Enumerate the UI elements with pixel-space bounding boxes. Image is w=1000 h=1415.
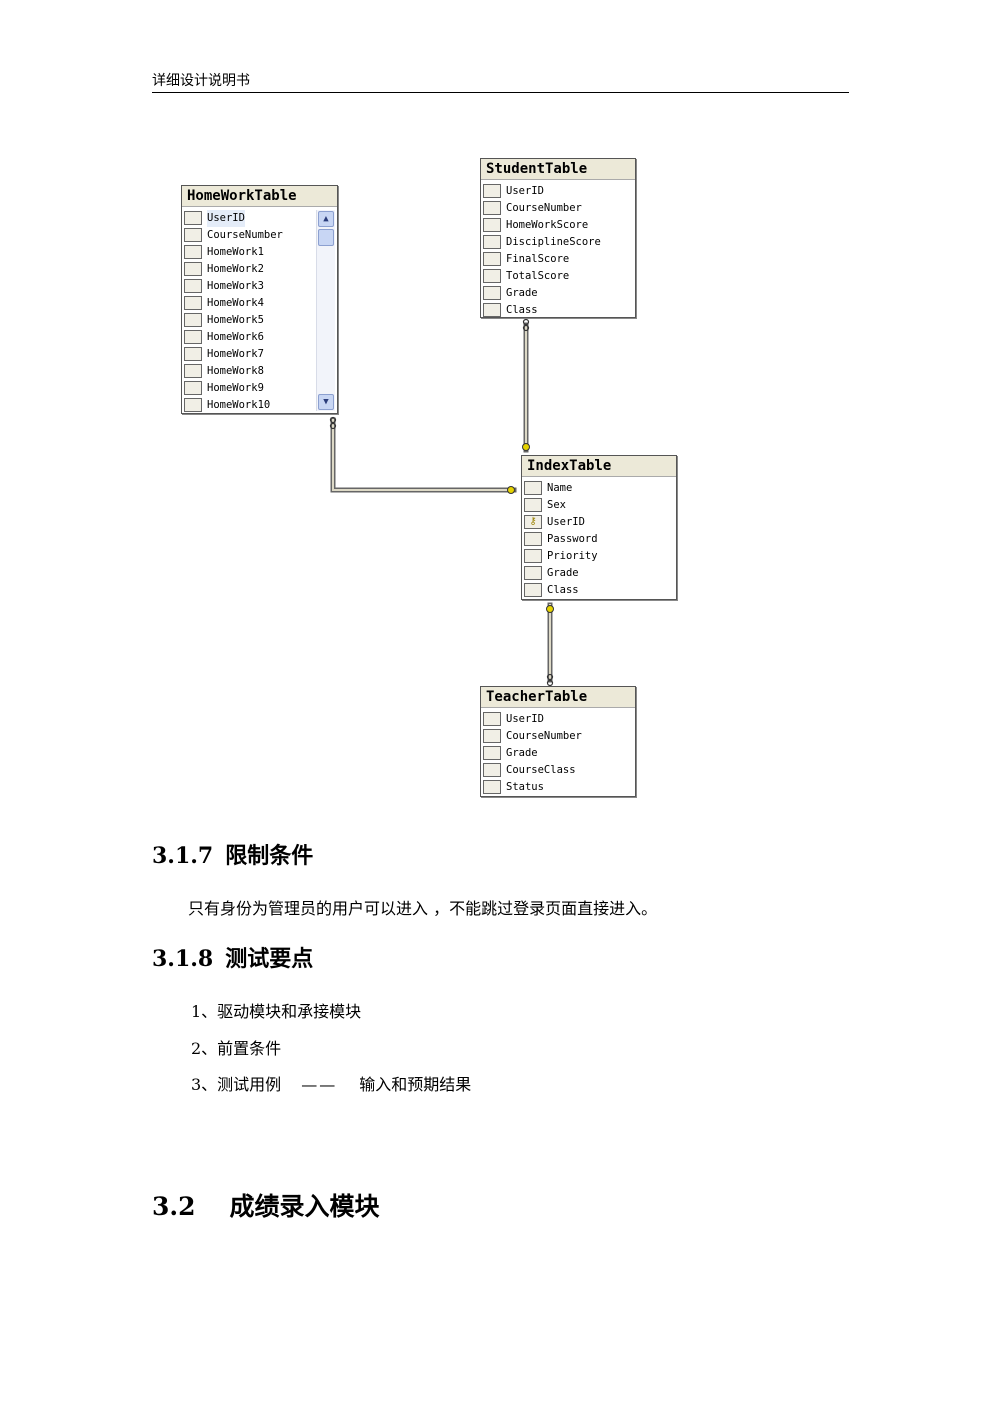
- page-header: 详细设计说明书: [152, 72, 849, 93]
- table-fields: Name Sex ⚷UserID Password Priority Grade…: [522, 477, 676, 599]
- list-item: 2、前置条件: [191, 1039, 282, 1058]
- field-row[interactable]: Class: [522, 582, 676, 599]
- field-row[interactable]: DisciplineScore: [481, 234, 635, 251]
- table-fields: UserID CourseNumber Grade CourseClass St…: [481, 708, 635, 796]
- key-end-marker: [522, 443, 530, 451]
- field-row[interactable]: CourseNumber: [481, 728, 635, 745]
- scroll-thumb[interactable]: [318, 229, 334, 246]
- table-title: StudentTable: [481, 159, 635, 180]
- field-row[interactable]: HomeWork8: [182, 363, 337, 380]
- field-row[interactable]: Grade: [481, 745, 635, 762]
- table-fields: UserID CourseNumber HomeWorkScore Discip…: [481, 180, 635, 319]
- rel-homework-index: [330, 417, 517, 493]
- field-row[interactable]: CourseNumber: [182, 227, 337, 244]
- field-row[interactable]: Grade: [522, 565, 676, 582]
- key-icon: ⚷: [524, 515, 542, 529]
- field-row[interactable]: UserID: [481, 711, 635, 728]
- key-end-marker: [546, 605, 554, 613]
- table-title: TeacherTable: [481, 687, 635, 708]
- chevron-up-icon[interactable]: ▲: [318, 211, 334, 227]
- table-title: HomeWorkTable: [182, 186, 337, 207]
- field-row[interactable]: HomeWork7: [182, 346, 337, 363]
- field-row[interactable]: HomeWork3: [182, 278, 337, 295]
- field-row[interactable]: Sex: [522, 497, 676, 514]
- field-row[interactable]: Status: [481, 779, 635, 796]
- list-item: 1、驱动模块和承接模块: [191, 1002, 362, 1021]
- table-fields: UserID CourseNumber HomeWork1 HomeWork2 …: [182, 207, 337, 414]
- field-row[interactable]: FinalScore: [481, 251, 635, 268]
- vertical-scrollbar[interactable]: ▲ ▼: [316, 210, 335, 411]
- er-diagram: HomeWorkTable UserID CourseNumber HomeWo…: [181, 158, 677, 797]
- relationship-lines: [329, 318, 554, 687]
- field-row[interactable]: HomeWork9: [182, 380, 337, 397]
- list-item: 3、测试用例——输入和预期结果: [191, 1075, 472, 1094]
- table-homework[interactable]: HomeWorkTable UserID CourseNumber HomeWo…: [181, 185, 338, 414]
- table-title: IndexTable: [522, 456, 676, 477]
- field-row[interactable]: HomeWork10: [182, 397, 337, 414]
- field-row[interactable]: Grade: [481, 285, 635, 302]
- table-student[interactable]: StudentTable UserID CourseNumber HomeWor…: [480, 158, 636, 318]
- field-row[interactable]: Password: [522, 531, 676, 548]
- section-paragraph: 只有身份为管理员的用户可以进入 ，不能跳过登录页面直接进入。: [188, 899, 658, 918]
- field-row[interactable]: Class: [481, 302, 635, 319]
- field-row[interactable]: CourseClass: [481, 762, 635, 779]
- field-row[interactable]: Priority: [522, 548, 676, 565]
- field-row[interactable]: HomeWork4: [182, 295, 337, 312]
- field-row[interactable]: HomeWork5: [182, 312, 337, 329]
- field-row[interactable]: TotalScore: [481, 268, 635, 285]
- field-row[interactable]: HomeWork1: [182, 244, 337, 261]
- chevron-down-icon[interactable]: ▼: [318, 394, 334, 410]
- field-row[interactable]: CourseNumber: [481, 200, 635, 217]
- key-end-marker: [507, 486, 515, 494]
- field-row[interactable]: ⚷UserID: [522, 514, 676, 531]
- table-teacher[interactable]: TeacherTable UserID CourseNumber Grade C…: [480, 686, 636, 797]
- header-title: 详细设计说明书: [152, 73, 250, 89]
- field-row[interactable]: HomeWork6: [182, 329, 337, 346]
- field-row[interactable]: HomeWork2: [182, 261, 337, 278]
- field-row[interactable]: Name: [522, 480, 676, 497]
- field-row[interactable]: HomeWorkScore: [481, 217, 635, 234]
- field-row[interactable]: UserID: [182, 210, 337, 227]
- table-index[interactable]: IndexTable Name Sex ⚷UserID Password Pri…: [521, 455, 677, 600]
- field-row[interactable]: UserID: [481, 183, 635, 200]
